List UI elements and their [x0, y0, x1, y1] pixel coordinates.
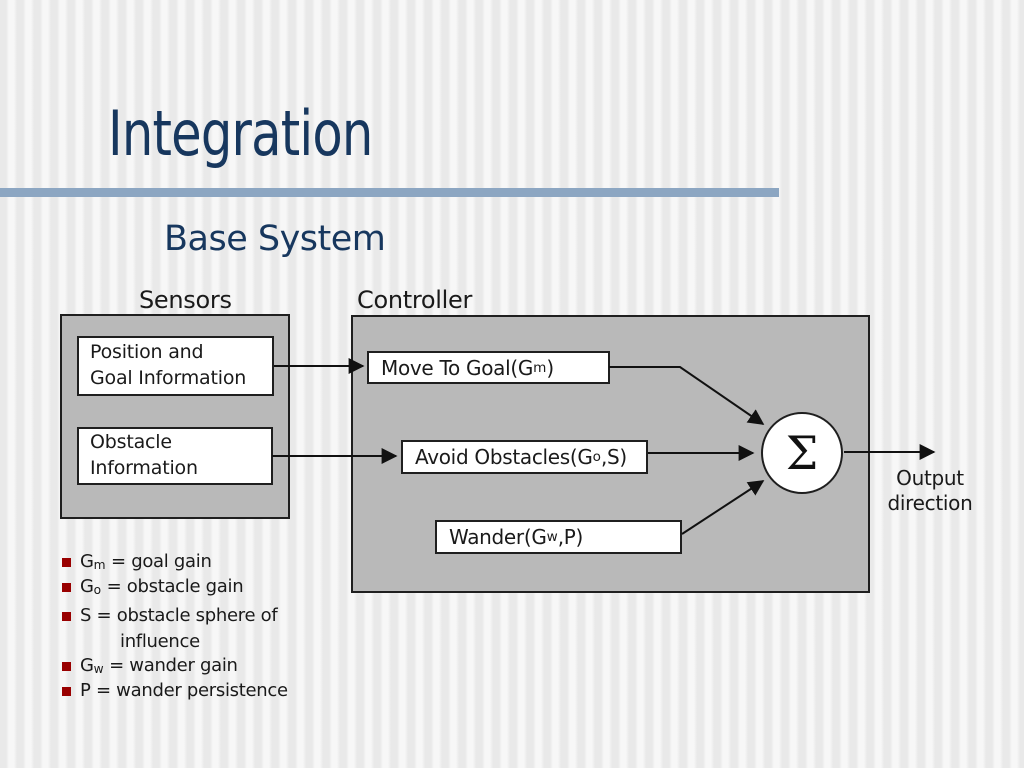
- behavior-text-post: ): [546, 355, 554, 380]
- legend-text: P = wander persistence: [80, 680, 288, 705]
- sensor-box-line2: Goal Information: [90, 367, 247, 389]
- sensor-box-position-goal: Position and Goal Information: [77, 336, 274, 396]
- sigma-icon: Σ: [785, 426, 819, 480]
- behavior-text-pre: Wander(G: [449, 525, 547, 549]
- behavior-text-sub: m: [533, 359, 547, 376]
- behavior-text-sub: o: [592, 449, 601, 465]
- legend-text: S = obstacle sphere of influence: [80, 605, 278, 652]
- title-underline: [0, 188, 779, 197]
- behavior-text-post: ,S): [600, 445, 627, 469]
- sensor-box-obstacle: Obstacle Information: [77, 427, 273, 485]
- bullet-icon: [62, 661, 71, 671]
- legend: Gm = goal gain Go = obstacle gain S = ob…: [62, 551, 288, 705]
- bullet-icon: [62, 558, 71, 567]
- controller-label: Controller: [357, 286, 473, 314]
- legend-text-post: = wander gain: [103, 654, 238, 676]
- sum-node: Σ: [761, 412, 843, 494]
- legend-item: Gm = goal gain: [62, 551, 288, 576]
- sensors-label: Sensors: [139, 286, 232, 314]
- legend-text-pre: G: [80, 654, 94, 676]
- legend-item: S = obstacle sphere of influence: [62, 605, 288, 652]
- legend-text-pre: S = obstacle sphere of: [80, 605, 278, 627]
- legend-text-pre: P = wander persistence: [80, 679, 288, 701]
- output-direction-label: Output direction: [887, 466, 973, 515]
- legend-text-post: = obstacle gain: [101, 576, 244, 598]
- behavior-text-pre: Move To Goal(G: [381, 355, 534, 380]
- legend-text: Go = obstacle gain: [80, 576, 244, 601]
- sensor-box-line2: Information: [90, 457, 198, 479]
- bullet-icon: [62, 612, 71, 622]
- sensor-box-line1: Obstacle: [90, 431, 172, 454]
- legend-text-pre: G: [80, 551, 94, 572]
- behavior-text-post: ,P): [557, 525, 584, 549]
- bullet-icon: [62, 583, 71, 593]
- legend-text-pre: G: [80, 576, 94, 598]
- behavior-text-pre: Avoid Obstacles(G: [415, 445, 593, 469]
- legend-text-line2: influence: [120, 630, 200, 652]
- legend-item: Go = obstacle gain: [62, 576, 288, 601]
- behavior-text-sub: w: [546, 529, 558, 545]
- slide-title: Integration: [108, 97, 373, 170]
- legend-item: Gw = wander gain: [62, 655, 288, 680]
- sensor-box-line1: Position and: [90, 341, 204, 364]
- legend-text: Gw = wander gain: [80, 655, 238, 680]
- legend-item: P = wander persistence: [62, 680, 288, 705]
- legend-text-sub: o: [93, 583, 102, 598]
- legend-text-sub: w: [93, 661, 104, 676]
- legend-text-sub: m: [93, 558, 106, 573]
- slide-subtitle: Base System: [164, 219, 386, 259]
- legend-text: Gm = goal gain: [80, 551, 212, 576]
- bullet-icon: [62, 686, 71, 696]
- legend-text-post: = goal gain: [105, 551, 212, 572]
